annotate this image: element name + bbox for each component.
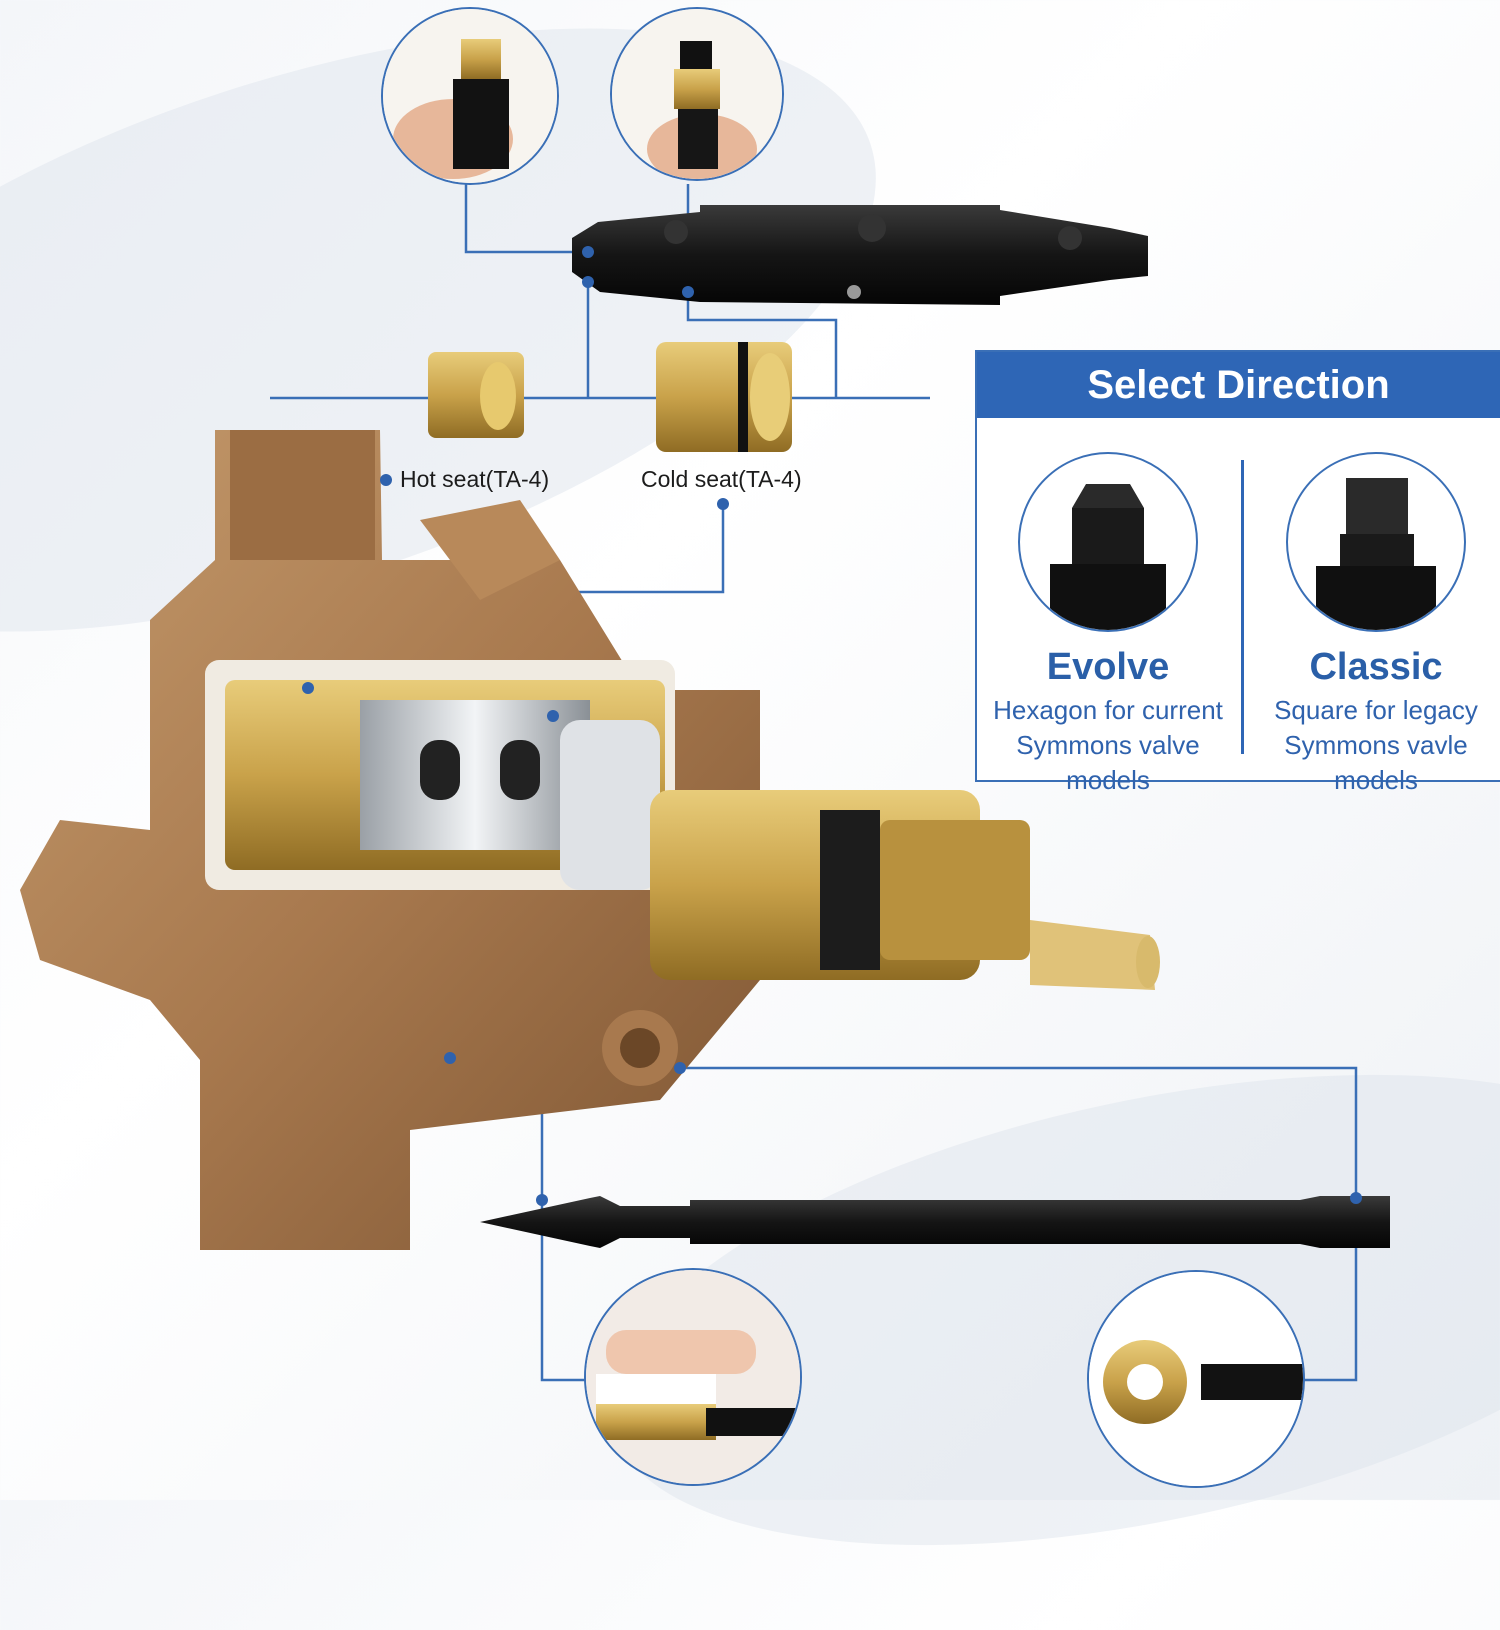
square-bit-icon	[1286, 452, 1466, 632]
detail-circle-stem-removal	[584, 1268, 802, 1486]
seat-wrench-tool	[572, 205, 1148, 305]
option-classic-desc: Square for legacy Symmons vavle models	[1274, 695, 1478, 795]
option-evolve-desc: Hexagon for current Symmons valve models	[993, 695, 1223, 795]
select-direction-panel: Select Direction Evolve Hexagon for curr…	[975, 350, 1500, 795]
connector-dots	[302, 246, 1362, 1206]
detail-circle-hex-end	[381, 7, 559, 185]
cartridge-stem	[602, 790, 1160, 1086]
panel-title: Select Direction	[977, 352, 1500, 418]
cold-seat-part	[656, 342, 792, 452]
option-classic-name: Classic	[1309, 646, 1443, 688]
option-evolve-name: Evolve	[1046, 646, 1170, 688]
detail-circle-bit-seat	[1087, 1270, 1305, 1488]
detail-circle-square-end	[610, 7, 784, 181]
hot-seat-part	[428, 352, 524, 438]
valve-diagram	[20, 184, 1390, 1382]
valve-body	[20, 430, 760, 1250]
cold-seat-label: Cold seat(TA-4)	[641, 466, 802, 492]
hot-seat-label: Hot seat(TA-4)	[400, 466, 550, 492]
option-evolve: Evolve Hexagon for current Symmons valve…	[977, 452, 1239, 798]
option-classic: Classic Square for legacy Symmons vavle …	[1245, 452, 1500, 798]
panel-divider	[1241, 460, 1244, 754]
hex-bit-icon	[1018, 452, 1198, 632]
extractor-bit-tool	[480, 1196, 1390, 1248]
